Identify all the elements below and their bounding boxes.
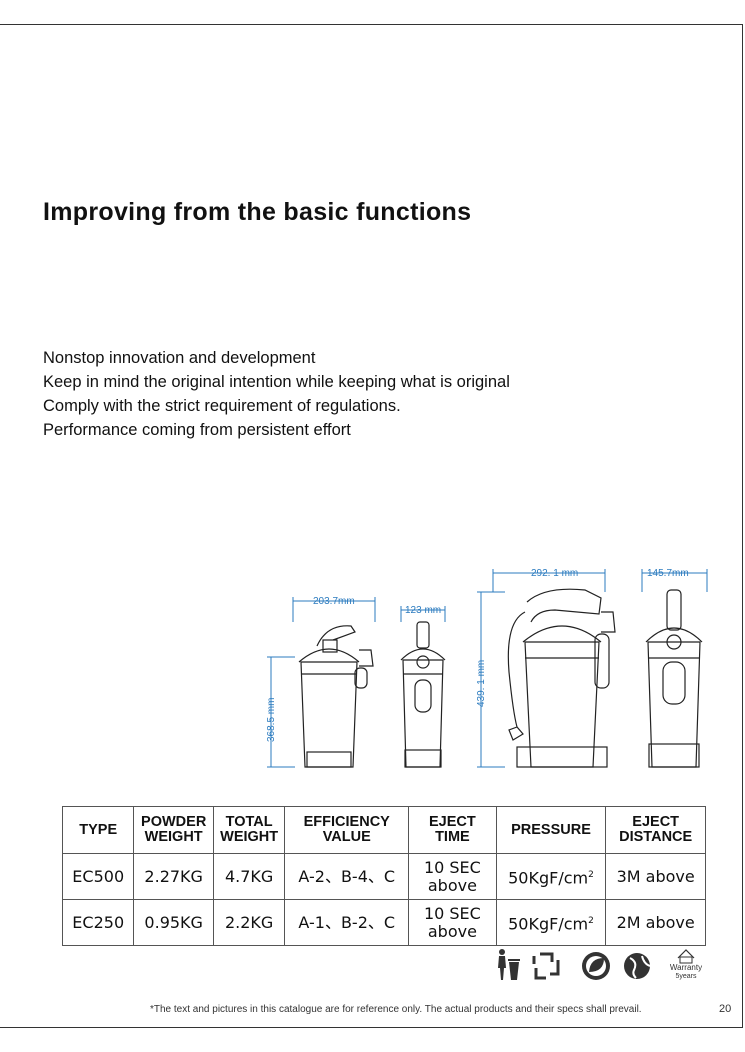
header-type: TYPE — [61, 806, 135, 854]
large-width-label: 292. 1 mm — [531, 568, 578, 579]
dimension-drawing: 203.7mm 123 mm 368.5 mm 292. 1 mm 145.7m… — [266, 568, 708, 768]
cell-pressure: 50KgF/cm2 — [495, 899, 607, 946]
cell-type: EC250 — [61, 899, 135, 946]
header-pressure: PRESSURE — [495, 806, 607, 854]
small-depth-label: 123 mm — [405, 605, 441, 616]
small-height-label: 368.5 mm — [266, 698, 277, 742]
recycle-icon — [532, 952, 560, 980]
eco-leaf-icon — [582, 952, 610, 980]
small-extinguisher-side — [298, 625, 374, 768]
page-frame — [0, 24, 743, 1028]
cell-distance: 3M above — [605, 853, 706, 900]
intro-line: Performance coming from persistent effor… — [43, 421, 351, 439]
large-depth-label: 145.7mm — [647, 568, 689, 579]
large-extinguisher-side — [507, 588, 616, 768]
intro-line: Comply with the strict requirement of re… — [43, 397, 401, 415]
no-littering-icon — [498, 949, 520, 980]
cell-total: 2.2KG — [212, 899, 286, 946]
cell-type: EC500 — [61, 853, 135, 900]
cell-powder: 0.95KG — [133, 899, 214, 946]
warranty-icon: Warranty 5years — [670, 949, 702, 980]
cell-efficiency: A-1、B-2、C — [284, 899, 410, 946]
small-width-label: 203.7mm — [313, 596, 355, 607]
large-extinguisher-front — [645, 589, 703, 768]
cell-efficiency: A-2、B-4、C — [284, 853, 410, 900]
footnote: *The text and pictures in this catalogue… — [150, 1004, 642, 1015]
cell-pressure: 50KgF/cm2 — [495, 853, 607, 900]
cell-powder: 2.27KG — [133, 853, 214, 900]
intro-line: Nonstop innovation and development — [43, 349, 316, 367]
small-extinguisher-front — [400, 621, 446, 768]
icon-strip: Warranty 5years — [498, 949, 702, 980]
intro-text: Nonstop innovation and development Keep … — [43, 346, 510, 442]
warranty-years: 5years — [675, 973, 697, 980]
large-height-label: 439. 1 mm — [476, 660, 487, 707]
page-number: 20 — [719, 1003, 732, 1015]
page-title: Improving from the basic functions — [43, 198, 472, 226]
globe-icon — [624, 953, 651, 979]
cell-total: 4.7KG — [212, 853, 286, 900]
cell-distance: 2M above — [605, 899, 706, 946]
warranty-text: Warranty — [670, 963, 702, 972]
intro-line: Keep in mind the original intention whil… — [43, 373, 510, 391]
